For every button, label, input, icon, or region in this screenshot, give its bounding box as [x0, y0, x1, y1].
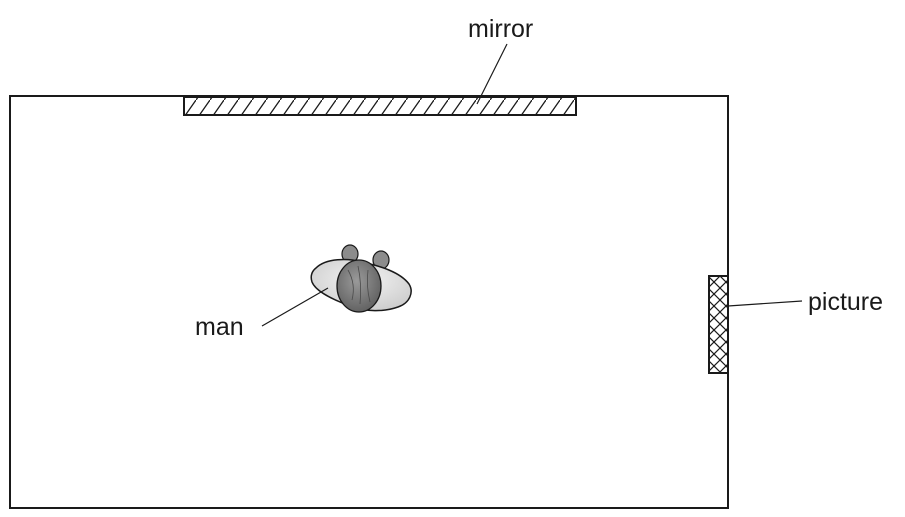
man-figure: [310, 244, 412, 313]
head: [336, 259, 382, 313]
picture: [708, 275, 729, 374]
hair-texture: [347, 265, 371, 305]
picture-leader-line: [727, 300, 803, 307]
man-label: man: [195, 313, 244, 341]
man-leader-line: [261, 287, 329, 327]
mirror: [183, 96, 577, 116]
picture-label: picture: [808, 288, 883, 316]
mirror-leader-line: [476, 43, 508, 105]
mirror-label: mirror: [468, 15, 533, 43]
